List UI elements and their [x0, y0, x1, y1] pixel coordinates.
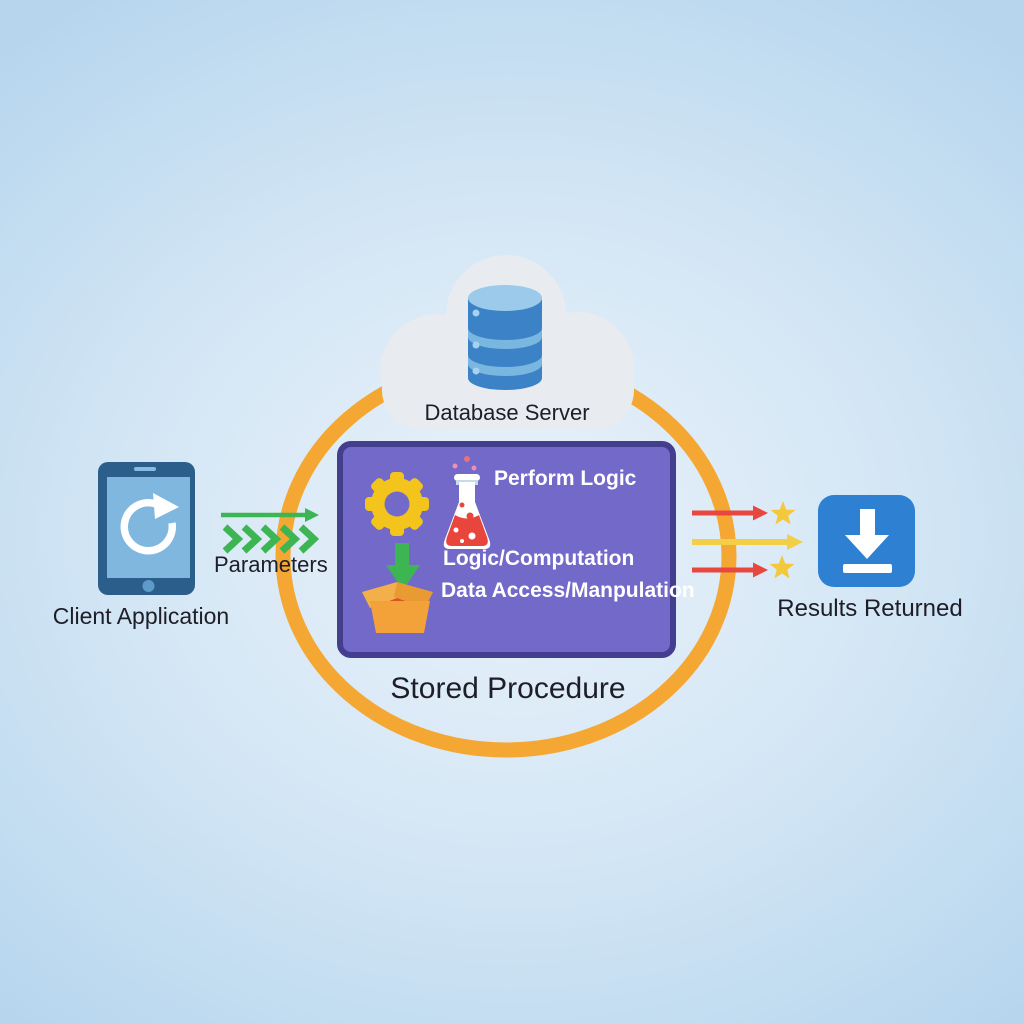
gear-icon	[365, 472, 429, 536]
arrow-into-open-box-icon	[362, 543, 433, 633]
parameters-arrow	[221, 508, 319, 522]
tablet-icon	[98, 462, 195, 595]
results-arrow-red-top	[692, 505, 768, 521]
results-returned-label: Results Returned	[777, 595, 963, 622]
results-arrow-red-bottom	[692, 562, 768, 578]
perform-logic-label: Perform Logic	[494, 467, 637, 490]
database-cylinder-icon	[468, 285, 542, 390]
results-arrow-yellow	[692, 534, 803, 550]
download-icon	[818, 495, 915, 587]
stored-procedure-icons	[362, 456, 491, 633]
refresh-icon	[120, 493, 179, 555]
star-icon	[769, 555, 795, 579]
parameters-chevrons-icon	[222, 524, 320, 554]
logic-computation-label: Logic/Computation	[443, 547, 635, 570]
star-icon	[770, 501, 796, 525]
client-application-label: Client Application	[52, 603, 230, 629]
stored-procedure-label: Stored Procedure	[390, 672, 626, 705]
parameters-label: Parameters	[214, 552, 328, 577]
flask-icon	[443, 456, 491, 549]
data-access-label: Data Access/Manpulation	[441, 579, 695, 602]
stored-procedure-box: Perform Logic Logic/Computation Data Acc…	[337, 441, 695, 658]
database-server-label: Database Server	[424, 400, 590, 425]
